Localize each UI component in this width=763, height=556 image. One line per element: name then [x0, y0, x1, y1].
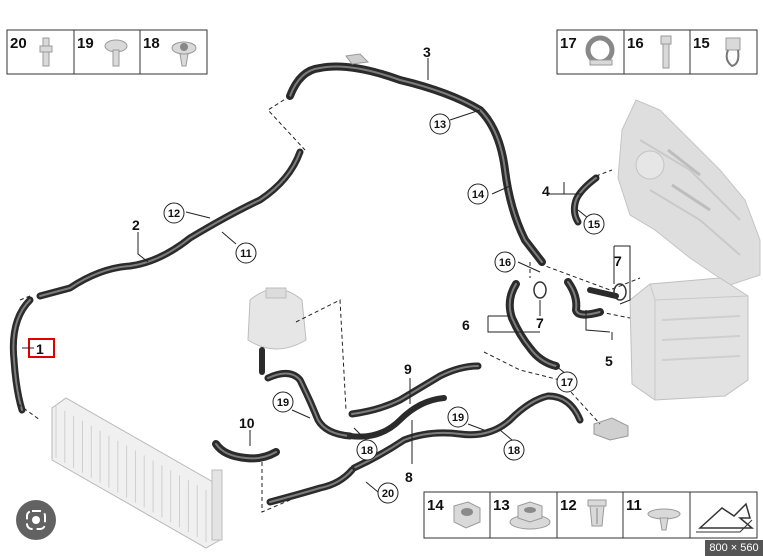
hose-3: [286, 53, 546, 266]
label-10: 10: [239, 415, 255, 431]
screw-icon: [104, 39, 128, 67]
legend-box-top-left: 20 19 18: [6, 29, 208, 75]
flange-nut-icon: [509, 501, 551, 530]
hose-9: [264, 362, 482, 440]
svg-text:16: 16: [499, 257, 511, 269]
label-4: 4: [542, 183, 550, 199]
callouts: 12 11 13 14 15 16 17 19 18 19 18 20: [163, 113, 605, 504]
label-9: 9: [404, 361, 412, 377]
direction-arrow-icon: [696, 502, 755, 533]
label-3: 3: [423, 44, 431, 60]
legend-num-11: 11: [626, 497, 642, 514]
callout-13: 13: [429, 113, 451, 135]
callout-12: 12: [163, 202, 185, 224]
legend-num-13: 13: [493, 497, 510, 514]
svg-text:19: 19: [452, 412, 464, 424]
callout-17: 17: [556, 371, 578, 393]
pipe-5: [564, 278, 619, 319]
label-2: 2: [132, 217, 140, 233]
part-labels: 3 2 4 7 7 6 5 9 8 10 1: [22, 44, 622, 485]
legend-box-bottom: 14 13 12 11: [423, 491, 758, 539]
legend-box-top-right: 17 16 15: [556, 29, 758, 75]
callout-19-left: 19: [272, 391, 294, 413]
label-5: 5: [605, 353, 613, 369]
hose-4: [570, 174, 600, 226]
label-8: 8: [405, 469, 413, 485]
hose-1: [9, 296, 34, 414]
callout-16: 16: [494, 251, 516, 273]
dashed-leaders: [17, 95, 641, 513]
hose-clamp-icon: [585, 35, 615, 66]
lens-icon: [26, 510, 46, 530]
o-rings: [533, 281, 627, 301]
hose-10: [212, 440, 356, 506]
leader-lines: [137, 58, 631, 493]
label-7-upper: 7: [614, 253, 622, 269]
svg-text:18: 18: [508, 445, 520, 457]
clip-icon: [171, 41, 197, 67]
svg-text:13: 13: [434, 119, 446, 131]
hose-8: [350, 392, 584, 472]
svg-text:15: 15: [588, 219, 600, 231]
callout-18-left: 18: [356, 439, 378, 461]
callout-20: 20: [377, 482, 399, 504]
bolt-icon: [660, 35, 672, 69]
svg-text:14: 14: [472, 189, 485, 201]
engine-block: [617, 99, 761, 286]
image-search-button[interactable]: [16, 500, 56, 540]
push-clip-icon: [647, 508, 681, 531]
svg-text:11: 11: [240, 248, 252, 260]
legend-num-18: 18: [143, 35, 160, 52]
hose-6: [505, 280, 560, 370]
callout-15: 15: [583, 213, 605, 235]
fitting-icon: [39, 37, 53, 67]
legend-num-20: 20: [10, 35, 27, 52]
radiator: [51, 397, 223, 549]
callout-14: 14: [467, 183, 489, 205]
svg-text:17: 17: [561, 377, 573, 389]
legend-num-12: 12: [560, 497, 577, 514]
hex-nut-icon: [453, 501, 481, 529]
callout-19-right: 19: [447, 406, 469, 428]
callout-18-right: 18: [503, 439, 525, 461]
label-1: 1: [36, 341, 44, 357]
hose-2: [36, 148, 304, 300]
cable-clip-icon: [725, 37, 741, 68]
label-6: 6: [462, 317, 470, 333]
legend-num-17: 17: [560, 35, 577, 52]
callout-11: 11: [235, 242, 257, 264]
legend-num-19: 19: [77, 35, 94, 52]
image-size-badge: 800 × 560: [705, 540, 763, 556]
svg-text:19: 19: [277, 397, 289, 409]
svg-text:18: 18: [361, 445, 373, 457]
svg-text:20: 20: [382, 488, 394, 500]
battery-module: [629, 277, 749, 401]
legend-num-14: 14: [427, 497, 444, 514]
legend-num-15: 15: [693, 35, 710, 52]
expansion-tank: [247, 287, 307, 375]
label-7-lower: 7: [536, 315, 544, 331]
expanding-nut-icon: [587, 499, 607, 527]
sensor-icon: [593, 417, 629, 441]
legend-num-16: 16: [627, 35, 644, 52]
svg-text:12: 12: [168, 208, 180, 220]
